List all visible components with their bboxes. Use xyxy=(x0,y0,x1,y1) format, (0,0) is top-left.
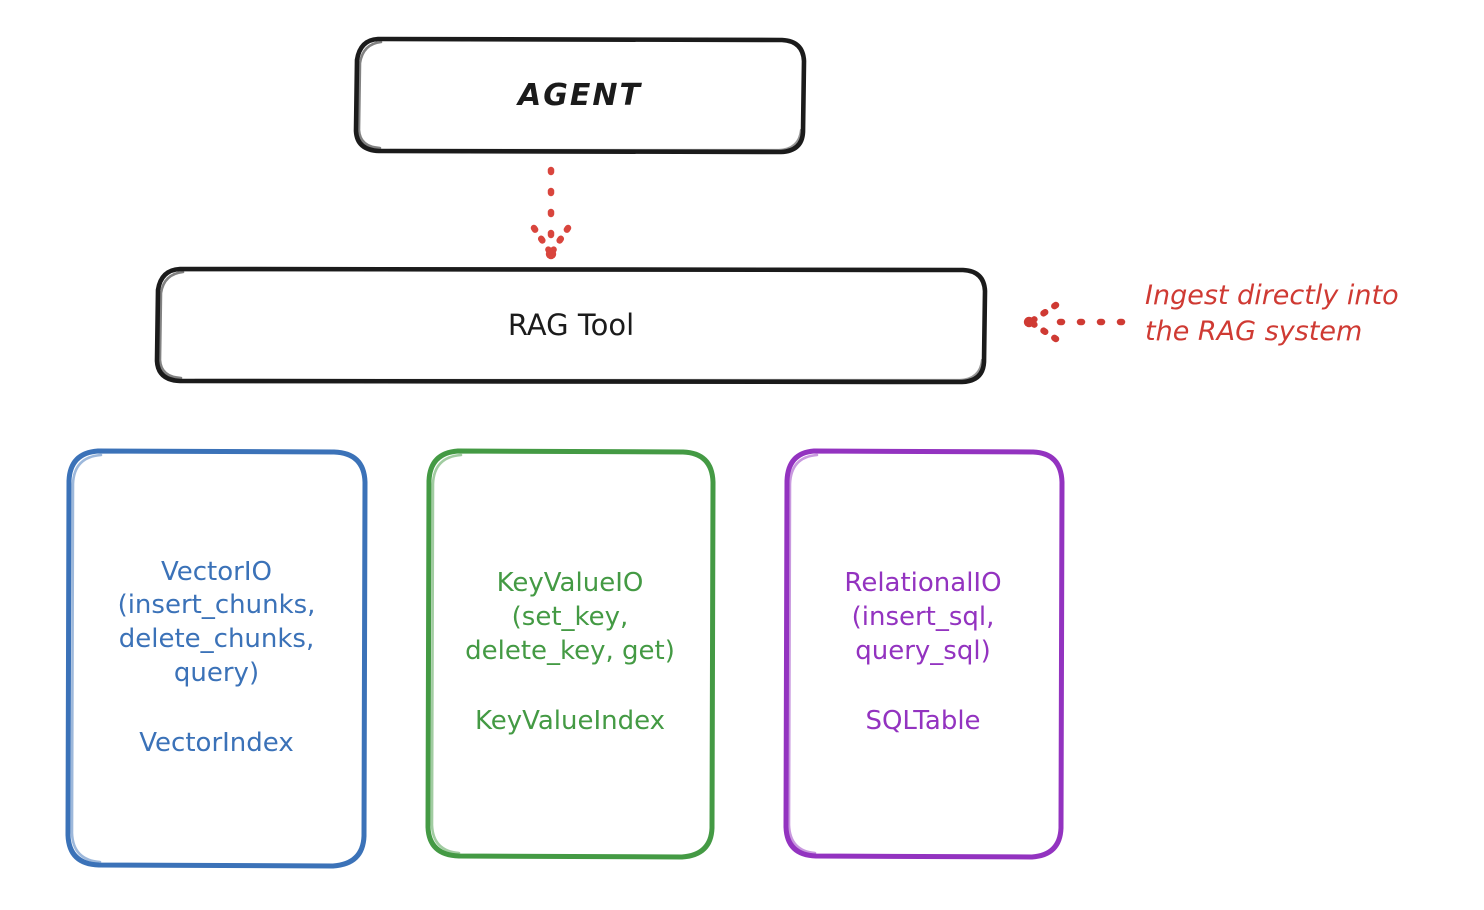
key-value-io-box[interactable] xyxy=(425,448,716,860)
key-value-io-label-group: KeyValueIO (set_key, delete_key, get) Ke… xyxy=(420,450,720,856)
vector-io-api-label: VectorIO (insert_chunks, delete_chunks, … xyxy=(117,556,316,688)
relational-io-api-label: RelationalIO (insert_sql, query_sql) xyxy=(844,568,1002,666)
key-value-index-label: KeyValueIndex xyxy=(474,705,666,736)
agent-label: AGENT xyxy=(518,77,642,113)
agent-box[interactable] xyxy=(353,36,807,155)
relational-io-label-group: RelationalIO (insert_sql, query_sql) SQL… xyxy=(782,450,1064,856)
key-value-io-api-label: KeyValueIO (set_key, delete_key, get) xyxy=(465,568,675,666)
vector-io-label-group: VectorIO (insert_chunks, delete_chunks, … xyxy=(68,450,365,866)
vector-io-box[interactable] xyxy=(65,448,368,869)
vector-index-label: VectorIndex xyxy=(139,727,294,758)
agent-to-rag-connector xyxy=(530,166,572,260)
sql-table-label: SQLTable xyxy=(865,705,981,736)
rag-tool-label: RAG Tool xyxy=(507,308,635,342)
rag-tool-box[interactable] xyxy=(154,266,988,385)
relational-io-box[interactable] xyxy=(783,448,1065,860)
ingest-annotation-label: Ingest directly into the RAG system xyxy=(1145,280,1399,348)
ingest-to-rag-connector xyxy=(1023,301,1126,343)
